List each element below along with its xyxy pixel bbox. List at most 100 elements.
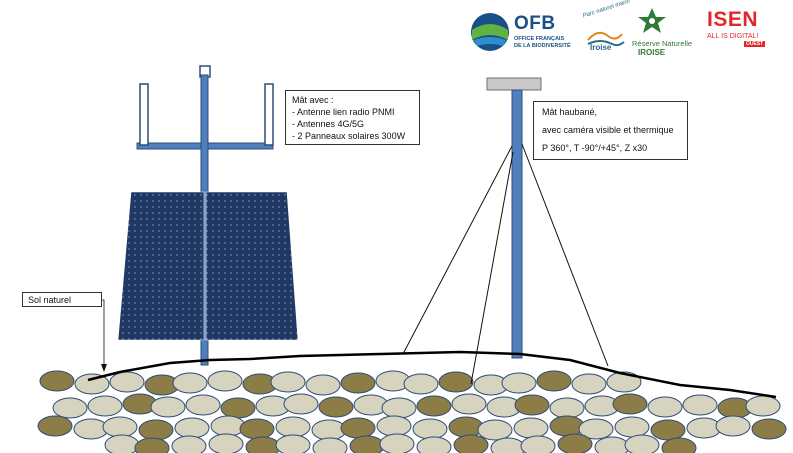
ground-line [87, 350, 777, 399]
isen-logo-tagline: ALL IS DIGITAL! [707, 33, 759, 40]
stone [275, 434, 311, 453]
stone [751, 418, 787, 440]
stone [520, 435, 556, 453]
stone [283, 393, 319, 415]
stone [109, 371, 145, 393]
guyed-mast [402, 77, 609, 385]
stone [174, 417, 210, 439]
stone [207, 370, 243, 392]
ofb-logo-name: OFB [514, 13, 556, 34]
stone [208, 433, 244, 453]
ofb-logo: OFB OFFICE FRANÇAIS DE LA BIODIVERSITÉ [472, 10, 572, 54]
stone [138, 419, 174, 441]
stone [171, 435, 207, 453]
stone [340, 417, 376, 439]
stone [549, 415, 585, 437]
stone [379, 433, 415, 453]
stone [451, 393, 487, 415]
ofb-logo-subtitle: OFFICE FRANÇAIS [514, 36, 565, 42]
stone [416, 395, 452, 417]
ofb-logo-icon [471, 13, 509, 51]
stone [715, 415, 751, 437]
right-mast-callout-line: P 360°, T -90°/+45°, Z x30 [542, 143, 648, 153]
stone [403, 373, 439, 395]
pnmi-logo: Parc naturel marin Iroise [578, 0, 630, 56]
ground-label-arrowhead [101, 364, 107, 372]
stone [349, 435, 385, 453]
stone [745, 395, 781, 417]
stone [185, 394, 221, 416]
stone [340, 372, 376, 394]
stone [612, 393, 648, 415]
pnmi-logo-name: Iroise [590, 43, 612, 52]
stone [578, 418, 614, 440]
rni-logo-line1: Réserve Naturelle [632, 39, 693, 48]
ground-callout-label: Sol naturel [28, 295, 72, 305]
rni-logo: Réserve Naturelle IROISE [632, 6, 693, 57]
left-mast-callout: Mât avec : - Antenne lien radio PNMI - A… [285, 90, 420, 145]
stone [614, 416, 650, 438]
stone [381, 397, 417, 419]
stone [239, 418, 275, 440]
rni-logo-line2: IROISE [638, 48, 666, 57]
stone [245, 436, 281, 453]
stone [549, 397, 585, 419]
stone [571, 373, 607, 395]
stone [312, 437, 348, 453]
stone [448, 416, 484, 438]
stone [39, 370, 75, 392]
isen-logo: ISEN ALL IS DIGITAL! OUEST [705, 8, 775, 54]
stone [557, 433, 593, 453]
stone [416, 436, 452, 453]
guy-wire [402, 145, 513, 355]
stone [104, 434, 140, 453]
stone [102, 416, 138, 438]
stone [624, 434, 660, 453]
stone [501, 372, 537, 394]
stone [318, 396, 354, 418]
right-mast-callout: Mât haubané, avec caméra visible et ther… [533, 101, 688, 160]
stone [514, 394, 550, 416]
stone [150, 396, 186, 418]
stone [220, 397, 256, 419]
pnmi-wave-icon [587, 31, 625, 47]
left-mast-callout-item: - Antennes 4G/5G [292, 119, 365, 129]
stone [134, 437, 170, 453]
guy-wire [470, 151, 514, 385]
camera-housing [486, 77, 542, 91]
right-mast-callout-line: avec caméra visible et thermique [542, 125, 674, 135]
left-mast-callout-item: - 2 Panneaux solaires 300W [292, 131, 406, 141]
stone [412, 418, 448, 440]
left-mast-callout-title: Mât avec : [292, 95, 334, 105]
stone [661, 437, 697, 453]
guy-wire [521, 143, 609, 367]
stone [210, 415, 246, 437]
stone [37, 415, 73, 437]
stone [650, 419, 686, 441]
stone [536, 370, 572, 392]
stone [647, 396, 683, 418]
stone [682, 394, 718, 416]
stone [87, 395, 123, 417]
stone [376, 415, 412, 437]
right-mast-callout-line: Mât haubané, [542, 107, 598, 117]
stone [74, 373, 110, 395]
stone [477, 419, 513, 441]
stone [172, 372, 208, 394]
stone [513, 417, 549, 439]
ground-callout: Sol naturel [22, 292, 102, 307]
stone [438, 371, 474, 393]
ofb-logo-subtitle: DE LA BIODIVERSITÉ [514, 43, 571, 49]
stone [270, 371, 306, 393]
ground-label-leader [101, 299, 105, 368]
left-mast-callout-item: - Antenne lien radio PNMI [292, 107, 395, 117]
rni-star-icon [638, 8, 666, 33]
stone [52, 397, 88, 419]
isen-logo-name: ISEN [707, 8, 759, 31]
stone [305, 374, 341, 396]
stone [606, 371, 642, 393]
stone [275, 416, 311, 438]
right-mast-pole [511, 89, 523, 359]
stone-field [37, 370, 787, 453]
